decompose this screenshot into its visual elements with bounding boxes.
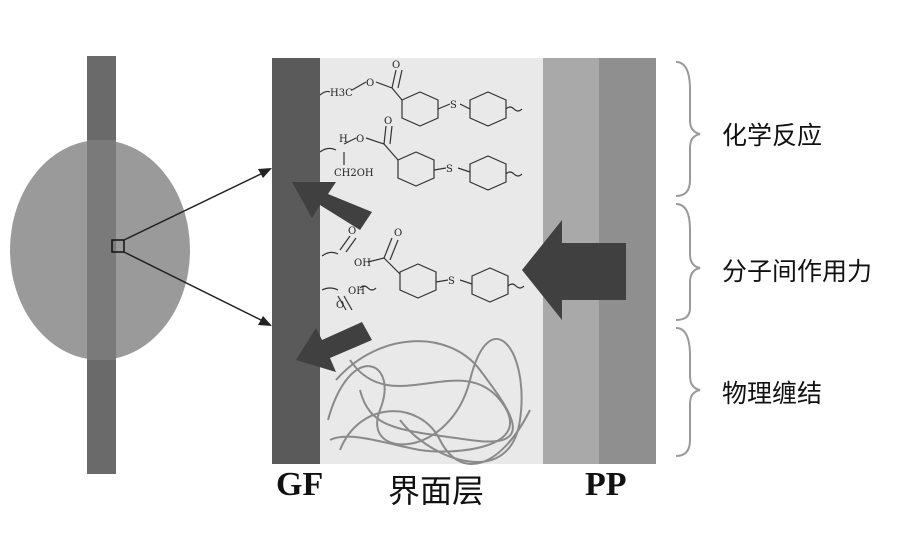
fiber-droplet-schematic xyxy=(10,56,272,474)
oh-label-2: OH xyxy=(348,286,365,297)
oxygen-label-4: O xyxy=(384,116,392,127)
mechanism-intermolecular-force: 分子间作用力 xyxy=(722,257,873,286)
zoom-box xyxy=(111,239,125,253)
chemistry-labels: H3C O O S H O O CH2OH S O O OH S O OH xyxy=(330,60,457,311)
zoom-arrowhead-top xyxy=(258,168,272,178)
oxygen-label-1: O xyxy=(366,78,374,89)
sulfur-label-1: S xyxy=(450,100,457,111)
oxygen-label-5: O xyxy=(348,226,356,237)
zoom-line-bottom xyxy=(123,251,266,323)
force-arrows xyxy=(292,182,626,372)
entangled-chains xyxy=(327,338,531,465)
oh-label-1: OH xyxy=(354,258,371,269)
hydrogen-label: H xyxy=(339,134,348,145)
arrow-right-large xyxy=(522,220,626,320)
oxygen-label-6: O xyxy=(394,228,402,239)
sulfur-label-2: S xyxy=(446,164,453,175)
fiber-rod-in-droplet xyxy=(87,140,116,360)
molecule-glycidyl xyxy=(319,125,523,191)
oxygen-label-7: O xyxy=(336,300,344,311)
interface-panel xyxy=(272,58,656,464)
interface-layer-bg xyxy=(320,58,543,464)
gf-bar xyxy=(272,58,320,464)
sulfur-label-3: S xyxy=(448,276,455,287)
oxygen-label-3: O xyxy=(356,134,364,145)
ch2oh-label: CH2OH xyxy=(334,168,374,179)
mechanism-brace xyxy=(675,61,701,457)
arrow-lower-left xyxy=(296,322,372,372)
pp-label: PP xyxy=(585,466,627,503)
mechanism-physical-entanglement: 物理缠结 xyxy=(722,379,823,408)
oxygen-label-2: O xyxy=(392,60,400,71)
gf-label: GF xyxy=(276,466,324,503)
zoom-arrowhead-bottom xyxy=(258,316,272,326)
molecule-acid xyxy=(321,235,525,311)
interface-layer-label: 界面层 xyxy=(388,472,485,510)
zoom-line-top xyxy=(123,171,266,241)
ch3-label: H3C xyxy=(330,88,353,99)
molecule-ester xyxy=(319,69,523,127)
arrow-upper-left xyxy=(292,182,372,230)
mechanism-chemical-reaction: 化学反应 xyxy=(722,121,823,150)
